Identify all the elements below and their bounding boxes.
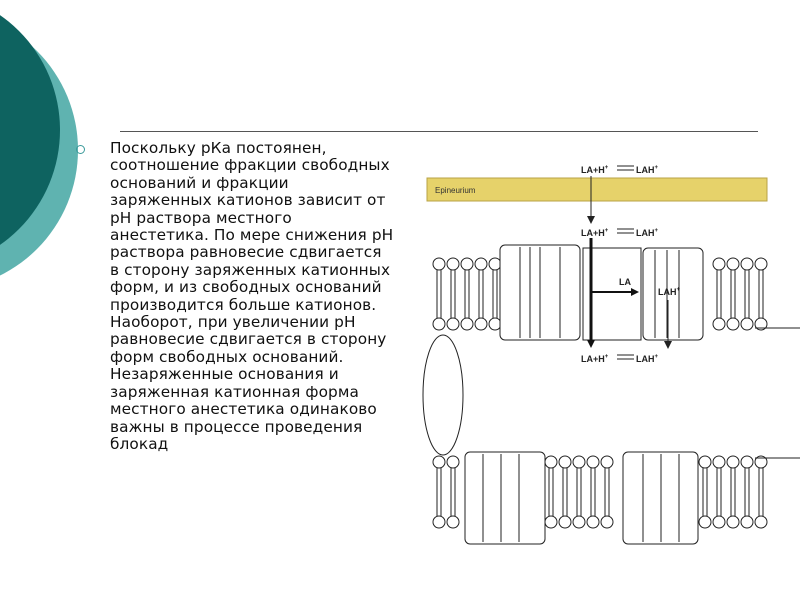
phospholipid-head bbox=[754, 317, 768, 331]
phospholipid-head bbox=[446, 455, 460, 469]
phospholipid-head bbox=[432, 515, 446, 529]
body-text: Поскольку рКа постоянен, соотношение фра… bbox=[110, 139, 394, 453]
phospholipid-head bbox=[572, 515, 586, 529]
phospholipid-head bbox=[712, 515, 726, 529]
phospholipid-head bbox=[600, 515, 614, 529]
phospholipid-head bbox=[558, 515, 572, 529]
phospholipid-head bbox=[740, 317, 754, 331]
bullet-item: Поскольку рКа постоянен, соотношение фра… bbox=[76, 139, 394, 453]
equation-bottom: LA+H+ LAH+ bbox=[581, 354, 659, 364]
equation-top: LA+H+ LAH+ bbox=[581, 165, 659, 175]
phospholipid-head bbox=[474, 317, 488, 331]
svg-text:LA+H+: LA+H+ bbox=[581, 228, 609, 238]
phospholipid-head bbox=[712, 455, 726, 469]
phospholipid-head bbox=[712, 317, 726, 331]
phospholipid-head bbox=[698, 455, 712, 469]
phospholipid-head bbox=[446, 317, 460, 331]
pore-arrowhead-down bbox=[587, 340, 595, 348]
phospholipid-head bbox=[446, 257, 460, 271]
eq-bot-right: LAH+ bbox=[636, 354, 659, 364]
lower-channel-right bbox=[622, 451, 699, 545]
membrane-diagram: Epineurium LA+H+ LAH+ LA+H+ LAH+ LA+H+ L… bbox=[405, 140, 800, 545]
eq-bot-left: LA+H bbox=[581, 354, 605, 364]
bullet-list: Поскольку рКа постоянен, соотношение фра… bbox=[76, 139, 394, 453]
phospholipid-head bbox=[726, 257, 740, 271]
eq-mid-left: LA+H bbox=[581, 228, 605, 238]
phospholipid-head bbox=[600, 455, 614, 469]
bullet-marker-icon bbox=[76, 145, 85, 154]
svg-text:LA+H+: LA+H+ bbox=[581, 354, 609, 364]
phospholipid-head bbox=[432, 455, 446, 469]
phospholipid-head bbox=[558, 455, 572, 469]
phospholipid-head bbox=[754, 515, 768, 529]
phospholipid-head bbox=[474, 257, 488, 271]
epineurium-band bbox=[426, 177, 768, 202]
phospholipid-head bbox=[460, 257, 474, 271]
phospholipid-head bbox=[740, 257, 754, 271]
phospholipid-head bbox=[586, 455, 600, 469]
phospholipid-head bbox=[754, 455, 768, 469]
node-oval bbox=[422, 334, 464, 456]
phospholipid-head bbox=[572, 455, 586, 469]
upper-channel-right bbox=[642, 247, 704, 341]
equation-middle: LA+H+ LAH+ bbox=[581, 228, 659, 238]
phospholipid-head bbox=[740, 515, 754, 529]
eq-top-right: LAH+ bbox=[636, 165, 659, 175]
eq-mid-right: LAH+ bbox=[636, 228, 659, 238]
decorative-circles bbox=[0, 15, 78, 276]
phospholipid-head bbox=[488, 317, 502, 331]
svg-text:LA+H+: LA+H+ bbox=[581, 165, 609, 175]
diffusion-arrowhead-top bbox=[587, 216, 595, 224]
phospholipid-head bbox=[460, 317, 474, 331]
eq-top-plus: + bbox=[605, 165, 609, 171]
phospholipid-head bbox=[446, 515, 460, 529]
phospholipid-head bbox=[488, 257, 502, 271]
lower-membrane bbox=[432, 455, 768, 529]
phospholipid-head bbox=[432, 257, 446, 271]
pore-arrowhead bbox=[631, 288, 639, 296]
phospholipid-head bbox=[698, 515, 712, 529]
phospholipid-head bbox=[712, 257, 726, 271]
la-label: LA bbox=[619, 277, 631, 287]
lower-channel-left bbox=[464, 451, 546, 545]
phospholipid-head bbox=[544, 515, 558, 529]
decor-circle-dark bbox=[0, 15, 60, 245]
upper-channel-left bbox=[499, 244, 581, 341]
lah-arrowhead bbox=[664, 341, 672, 349]
lah-label: LAH+ bbox=[658, 287, 681, 297]
epineurium-label: Epineurium bbox=[435, 186, 476, 195]
title-rule bbox=[120, 131, 758, 132]
phospholipid-head bbox=[754, 257, 768, 271]
phospholipid-head bbox=[432, 317, 446, 331]
phospholipid-head bbox=[726, 317, 740, 331]
phospholipid-head bbox=[544, 455, 558, 469]
phospholipid-head bbox=[586, 515, 600, 529]
phospholipid-head bbox=[726, 455, 740, 469]
phospholipid-head bbox=[726, 515, 740, 529]
phospholipid-head bbox=[740, 455, 754, 469]
eq-top-left: LA+H bbox=[581, 165, 605, 175]
